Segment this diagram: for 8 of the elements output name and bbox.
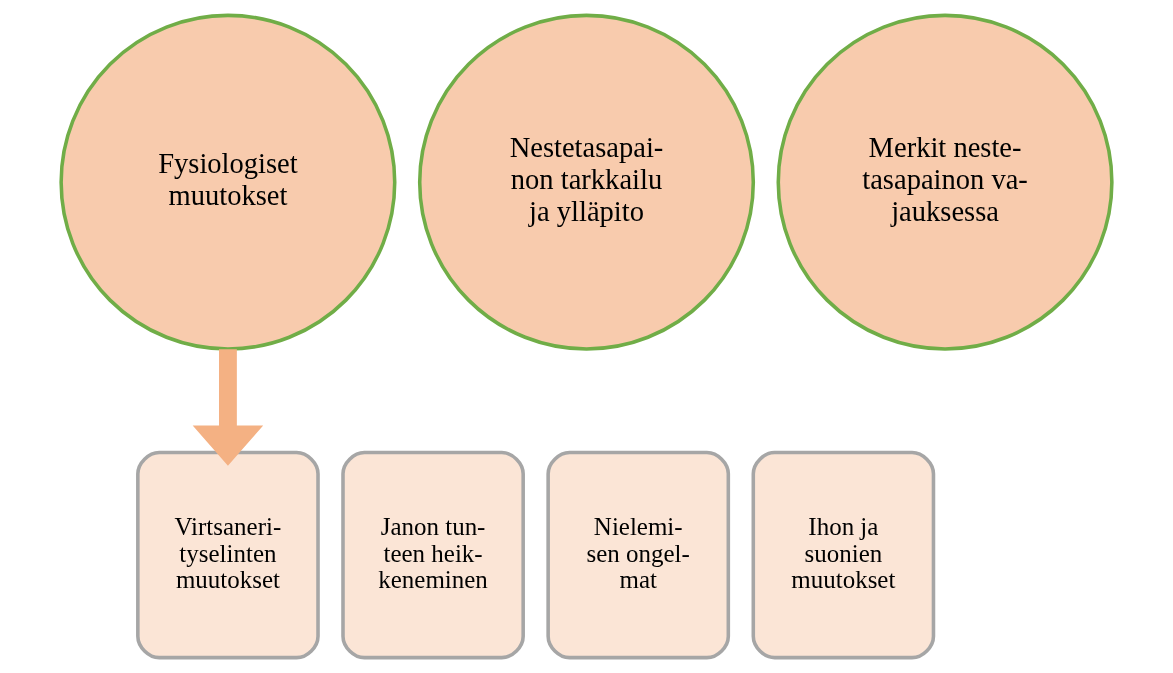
node-circle: Nestetasapai- non tarkkailu ja ylläpito (417, 13, 756, 351)
node-box: Ihon ja suonien muutokset (751, 450, 936, 660)
node-circle: Fysiologiset muutokset (59, 13, 397, 351)
node-circle: Merkit neste- tasapainon va- jauksessa (776, 13, 1114, 351)
arrow (192, 349, 264, 466)
node-box: Virtsaneri- tyselinten muutokset (136, 450, 320, 660)
node-box: Janon tun- teen heik- keneminen (341, 450, 525, 660)
node-box: Nielemi- sen ongel- mat (546, 450, 731, 660)
